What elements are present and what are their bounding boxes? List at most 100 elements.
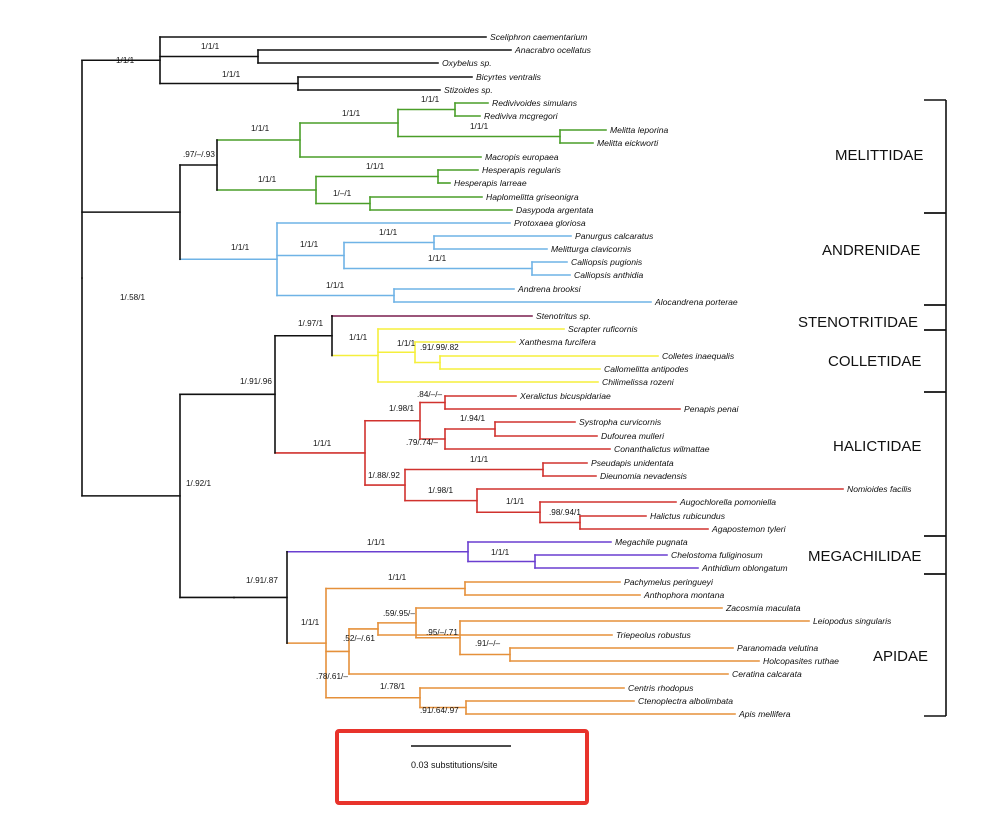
taxon-label-hesperapis-larreae: Hesperapis larreae [454,178,527,188]
support-value-apidae: 1/1/1 [301,618,320,627]
taxon-label-anthophora: Anthophora montana [643,590,724,600]
taxon-label-stizoides: Stizoides sp. [444,85,493,95]
taxon-label-calliopsis-pugionis: Calliopsis pugionis [571,257,643,267]
family-brackets: MELITTIDAEANDRENIDAESTENOTRITIDAECOLLETI… [798,99,947,717]
taxon-label-chelostoma: Chelostoma fuliginosum [671,550,763,560]
taxon-label-hesperapis-regularis: Hesperapis regularis [482,165,562,175]
taxon-label-augochlorella: Augochlorella pomoniella [679,497,776,507]
support-value-chel-anth: 1/1/1 [491,548,510,557]
taxon-label-ctenoplectra: Ctenoplectra albolimbata [638,696,733,706]
support-value-pachymelus: 1/1/1 [388,573,407,582]
taxon-label-stenotritus: Stenotritus sp. [536,311,591,321]
taxon-label-calliopsis-anthidia: Calliopsis anthidia [574,270,643,280]
taxon-label-colletes: Colletes inaequalis [662,351,735,361]
taxon-label-xanthesma: Xanthesma furcifera [518,337,596,347]
support-value-shortTongue: 1/.91/.96 [240,377,272,386]
support-value-corbiculates: 1/.78/1 [380,682,405,691]
family-label-andrenidae: ANDRENIDAE [822,242,920,259]
taxon-label-macropis: Macropis europaea [485,152,559,162]
taxon-label-apis: Apis mellifera [738,709,791,719]
support-value-stenot-coll: 1/.97/1 [298,319,323,328]
support-value-andrenidae: 1/1/1 [231,243,250,252]
support-value-halictinae: 1/.98/1 [428,486,453,495]
taxon-label-nomioides: Nomioides facilis [847,484,912,494]
taxon-label-megachile: Megachile pugnata [615,537,688,547]
support-value-halictini: 1/1/1 [506,497,525,506]
support-value-mel-andr: .97/–/.93 [183,150,215,159]
support-value-apinae-b: .78/.61/– [316,672,348,681]
support-value-core: 1/.92/1 [186,479,211,488]
family-label-melittidae: MELITTIDAE [835,147,923,164]
support-value-paranomada: .91/–/– [475,639,500,648]
support-value-halictidae: 1/1/1 [313,439,332,448]
support-value-melittidae: 1/1/1 [251,124,270,133]
taxon-label-chilimelissa: Chilimelissa rozeni [602,377,675,387]
support-value-rediviva: 1/1/1 [421,95,440,104]
support-values: 1/1/1 1/1/1 1/1/1 1/1/1 1/1/1 1/1/1 1/1/1 1/1/1… [116,42,581,715]
family-label-halictidae: HALICTIDAE [833,438,921,455]
taxon-label-dufourea: Dufourea mulleri [601,431,665,441]
taxon-label-conanthalictus: Conanthalictus wilmattae [614,444,710,454]
taxon-label-scrapter: Scrapter ruficornis [568,324,638,334]
taxon-label-systropha: Systropha curvicornis [579,417,662,427]
scale-bar-label: 0.03 substitutions/site [411,760,498,770]
support-value-xanth-coll: 1/1/1 [397,339,416,348]
taxon-label-andrena: Andrena brooksi [517,284,582,294]
taxon-label-triepeolus: Triepeolus robustus [616,630,692,640]
taxon-label-melitturga: Melitturga clavicornis [551,244,632,254]
support-value-anacrabro-oxybelus: 1/1/1 [201,42,220,51]
taxon-label-xeralictus: Xeralictus bicuspidariae [519,391,611,401]
taxon-label-paranomada: Paranomada velutina [737,643,818,653]
support-value-nomiinae: 1/1/1 [470,455,489,464]
taxon-label-bicyrtes: Bicyrtes ventralis [476,72,542,82]
support-value-dasypodainae: 1/1/1 [258,175,277,184]
support-value-xeral-pen: .84/–/– [417,390,442,399]
support-value-halictus-agap: .98/.94/1 [549,508,581,517]
support-value-andrena: 1/1/1 [326,281,345,290]
support-value-apinae-a: .52/–/.61 [343,634,375,643]
taxon-label-redivivoides: Redivivoides simulans [492,98,578,108]
support-value-nom-hal: 1/.88/.92 [368,471,400,480]
support-value-trie: .95/–/.71 [426,628,458,637]
support-value-calliopsis: 1/1/1 [428,254,447,263]
taxon-label-panurgus: Panurgus calcaratus [575,231,654,241]
taxon-label-melitta-leporina: Melitta leporina [610,125,668,135]
taxon-label-leiopodus: Leiopodus singularis [813,616,892,626]
support-value-hesperapis: 1/1/1 [366,162,385,171]
taxon-label-alocandrena: Alocandrena porterae [654,297,738,307]
support-value-rophitinae: 1/.98/1 [389,404,414,413]
support-value-panurginae: 1/1/1 [300,240,319,249]
scale-bar-box: 0.03 substitutions/site [335,729,589,805]
scale-highlight-box [335,729,589,805]
family-label-apidae: APIDAE [873,648,928,665]
taxon-label-dasypoda: Dasypoda argentata [516,205,594,215]
taxon-label-oxybelus: Oxybelus sp. [442,58,492,68]
taxon-label-anthidium: Anthidium oblongatum [701,563,788,573]
taxon-label-callomelitta: Callomelitta antipodes [604,364,689,374]
support-value-dufourea: .79/.74/– [406,438,438,447]
support-value-bicyrtes-stizoides: 1/1/1 [222,70,241,79]
support-value-colletidae: 1/1/1 [349,333,368,342]
tree-branches [81,36,844,715]
support-value-nomadinae: .59/.95/– [383,609,415,618]
taxon-label-agapostemon: Agapostemon tyleri [711,524,787,534]
taxon-label-melitta-eickworti: Melitta eickworti [597,138,659,148]
taxon-label-pachymelus: Pachymelus peringueyi [624,577,714,587]
support-value-melittinae: 1/1/1 [342,109,361,118]
taxon-label-zacosmia: Zacosmia maculata [725,603,801,613]
taxon-label-centris: Centris rhodopus [628,683,694,693]
taxon-label-anacrabro: Anacrabro ocellatus [514,45,592,55]
support-value-megachilidae: 1/1/1 [367,538,386,547]
support-value-root: 1/.58/1 [120,293,145,302]
family-label-colletidae: COLLETIDAE [828,353,921,370]
support-value-hapl-dasy: 1/–/1 [333,189,352,198]
support-value-systropha: 1/.94/1 [460,414,485,423]
taxon-label-rediviva: Rediviva mcgregori [484,111,559,121]
taxon-label-ceratina: Ceratina calcarata [732,669,802,679]
support-value-outgroup: 1/1/1 [116,56,135,65]
taxon-label-penapis: Penapis penai [684,404,740,414]
support-value-coll-callo: .91/.99/.82 [420,343,459,352]
support-value-panurgus-melitturga: 1/1/1 [379,228,398,237]
